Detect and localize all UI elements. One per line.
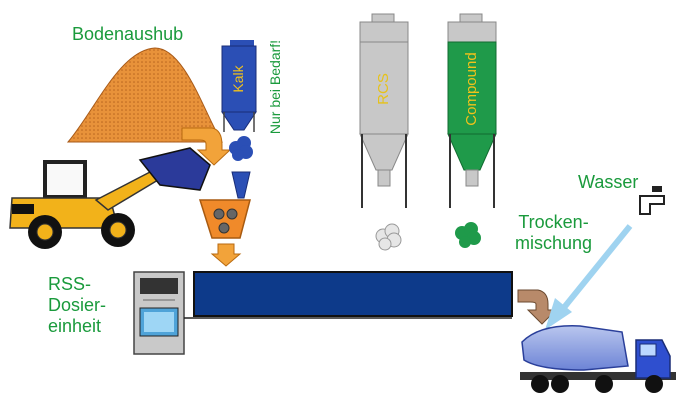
mixer-hopper-icon [198, 171, 251, 267]
lime-dust-icon [229, 136, 253, 161]
water-label: Wasser [578, 172, 639, 192]
soil-pile-icon [66, 47, 223, 143]
as-needed-label: Nur bei Bedarf! [267, 39, 283, 135]
dry-mix-arrow-icon [517, 289, 558, 325]
concrete-mixer-truck-icon [520, 325, 676, 393]
compound-silo-icon [447, 13, 497, 208]
rss-label-line2: Dosier- [48, 295, 107, 315]
lime-label: Kalk [230, 65, 246, 93]
rcs-silo-icon [359, 13, 409, 208]
lime-silo-icon [221, 40, 257, 132]
dry-mix-label: Trocken- mischung [515, 212, 592, 254]
water-arrow-icon [545, 224, 633, 330]
dry-mix-label-line1: Trocken- [518, 212, 589, 232]
water-tap-icon [639, 186, 665, 215]
rss-label-line1: RSS- [48, 274, 92, 294]
dry-mix-label-line2: mischung [515, 233, 593, 253]
rss-label-line3: einheit [48, 316, 102, 336]
conveyor-belt-icon [184, 271, 513, 319]
rcs-silo-label: RCS [375, 73, 392, 105]
control-panel-icon [133, 271, 185, 355]
feed-arrow-icon [181, 127, 232, 166]
compound-silo-label: Compound [463, 52, 480, 126]
wheel-loader-icon [9, 147, 211, 249]
compound-dust-icon [455, 222, 481, 248]
rcs-dust-icon [375, 223, 402, 251]
rss-label: RSS- Dosier- einheit [48, 274, 106, 337]
soil-label: Bodenaushub [72, 24, 184, 44]
